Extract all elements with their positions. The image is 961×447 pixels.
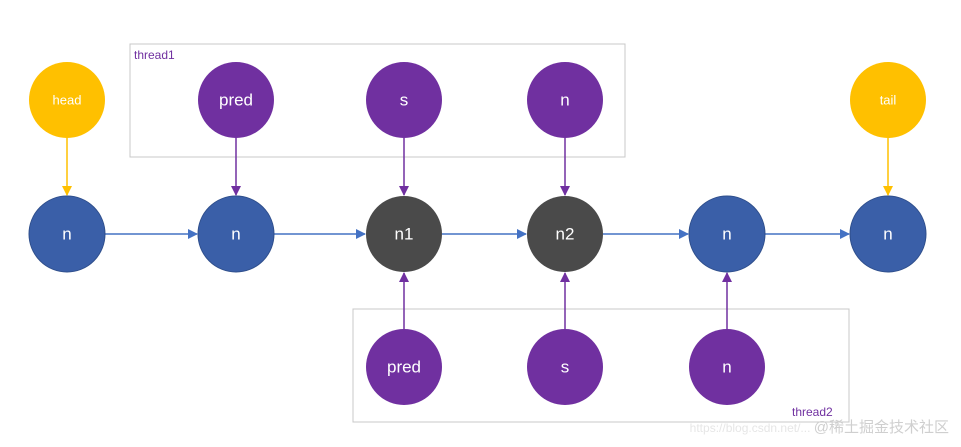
node-circle-list2 — [366, 196, 442, 272]
node-circle-t1-n — [527, 62, 603, 138]
node-label-head: head — [53, 93, 82, 108]
watermark: https://blog.csdn.net/... @稀土掘金技术社区 — [690, 416, 949, 437]
node-list2: n1 — [366, 196, 442, 272]
node-label-tail: tail — [880, 93, 897, 108]
node-list4: n — [688, 195, 766, 273]
node-label-t1-s: s — [400, 91, 409, 110]
node-tail: tail — [850, 62, 926, 138]
node-list1: n — [197, 195, 275, 273]
watermark-url: https://blog.csdn.net/... — [689, 421, 811, 435]
node-label-list0: n — [62, 225, 71, 244]
edges-layer — [62, 138, 893, 329]
node-circle-t1-s — [366, 62, 442, 138]
node-circle-t2-n — [689, 329, 765, 405]
node-list3: n2 — [527, 196, 603, 272]
node-circle-t1-pred — [198, 62, 274, 138]
node-label-t2-pred: pred — [387, 358, 421, 377]
node-circle-list3 — [527, 196, 603, 272]
node-label-t1-n: n — [560, 91, 569, 110]
node-t1-pred: pred — [198, 62, 274, 138]
watermark-brand: @稀土掘金技术社区 — [813, 419, 949, 436]
thread2-box: thread2 — [352, 308, 850, 423]
node-circle-list4 — [688, 195, 766, 273]
thread1-box: thread1 — [129, 43, 626, 158]
node-list0: n — [28, 195, 106, 273]
thread2-label: thread2 — [792, 405, 833, 419]
node-label-list2: n1 — [395, 225, 414, 244]
node-circle-t2-s — [527, 329, 603, 405]
node-label-list5: n — [883, 225, 892, 244]
node-label-list3: n2 — [556, 225, 575, 244]
node-circle-list0 — [28, 195, 106, 273]
node-head: head — [29, 62, 105, 138]
node-label-list1: n — [231, 225, 240, 244]
node-t2-pred: pred — [366, 329, 442, 405]
node-t1-s: s — [366, 62, 442, 138]
nodes-layer: head tail n n n1 n2 n n pred s n pred s n — [28, 62, 927, 405]
node-circle-list5 — [849, 195, 927, 273]
node-t1-n: n — [527, 62, 603, 138]
node-list5: n — [849, 195, 927, 273]
node-label-t2-s: s — [561, 358, 570, 377]
node-circle-head — [29, 62, 105, 138]
node-label-t2-n: n — [722, 358, 731, 377]
node-label-t1-pred: pred — [219, 91, 253, 110]
thread1-label: thread1 — [134, 48, 175, 62]
node-label-list4: n — [722, 225, 731, 244]
node-t2-s: s — [527, 329, 603, 405]
node-circle-list1 — [197, 195, 275, 273]
node-circle-t2-pred — [366, 329, 442, 405]
node-t2-n: n — [689, 329, 765, 405]
node-circle-tail — [850, 62, 926, 138]
